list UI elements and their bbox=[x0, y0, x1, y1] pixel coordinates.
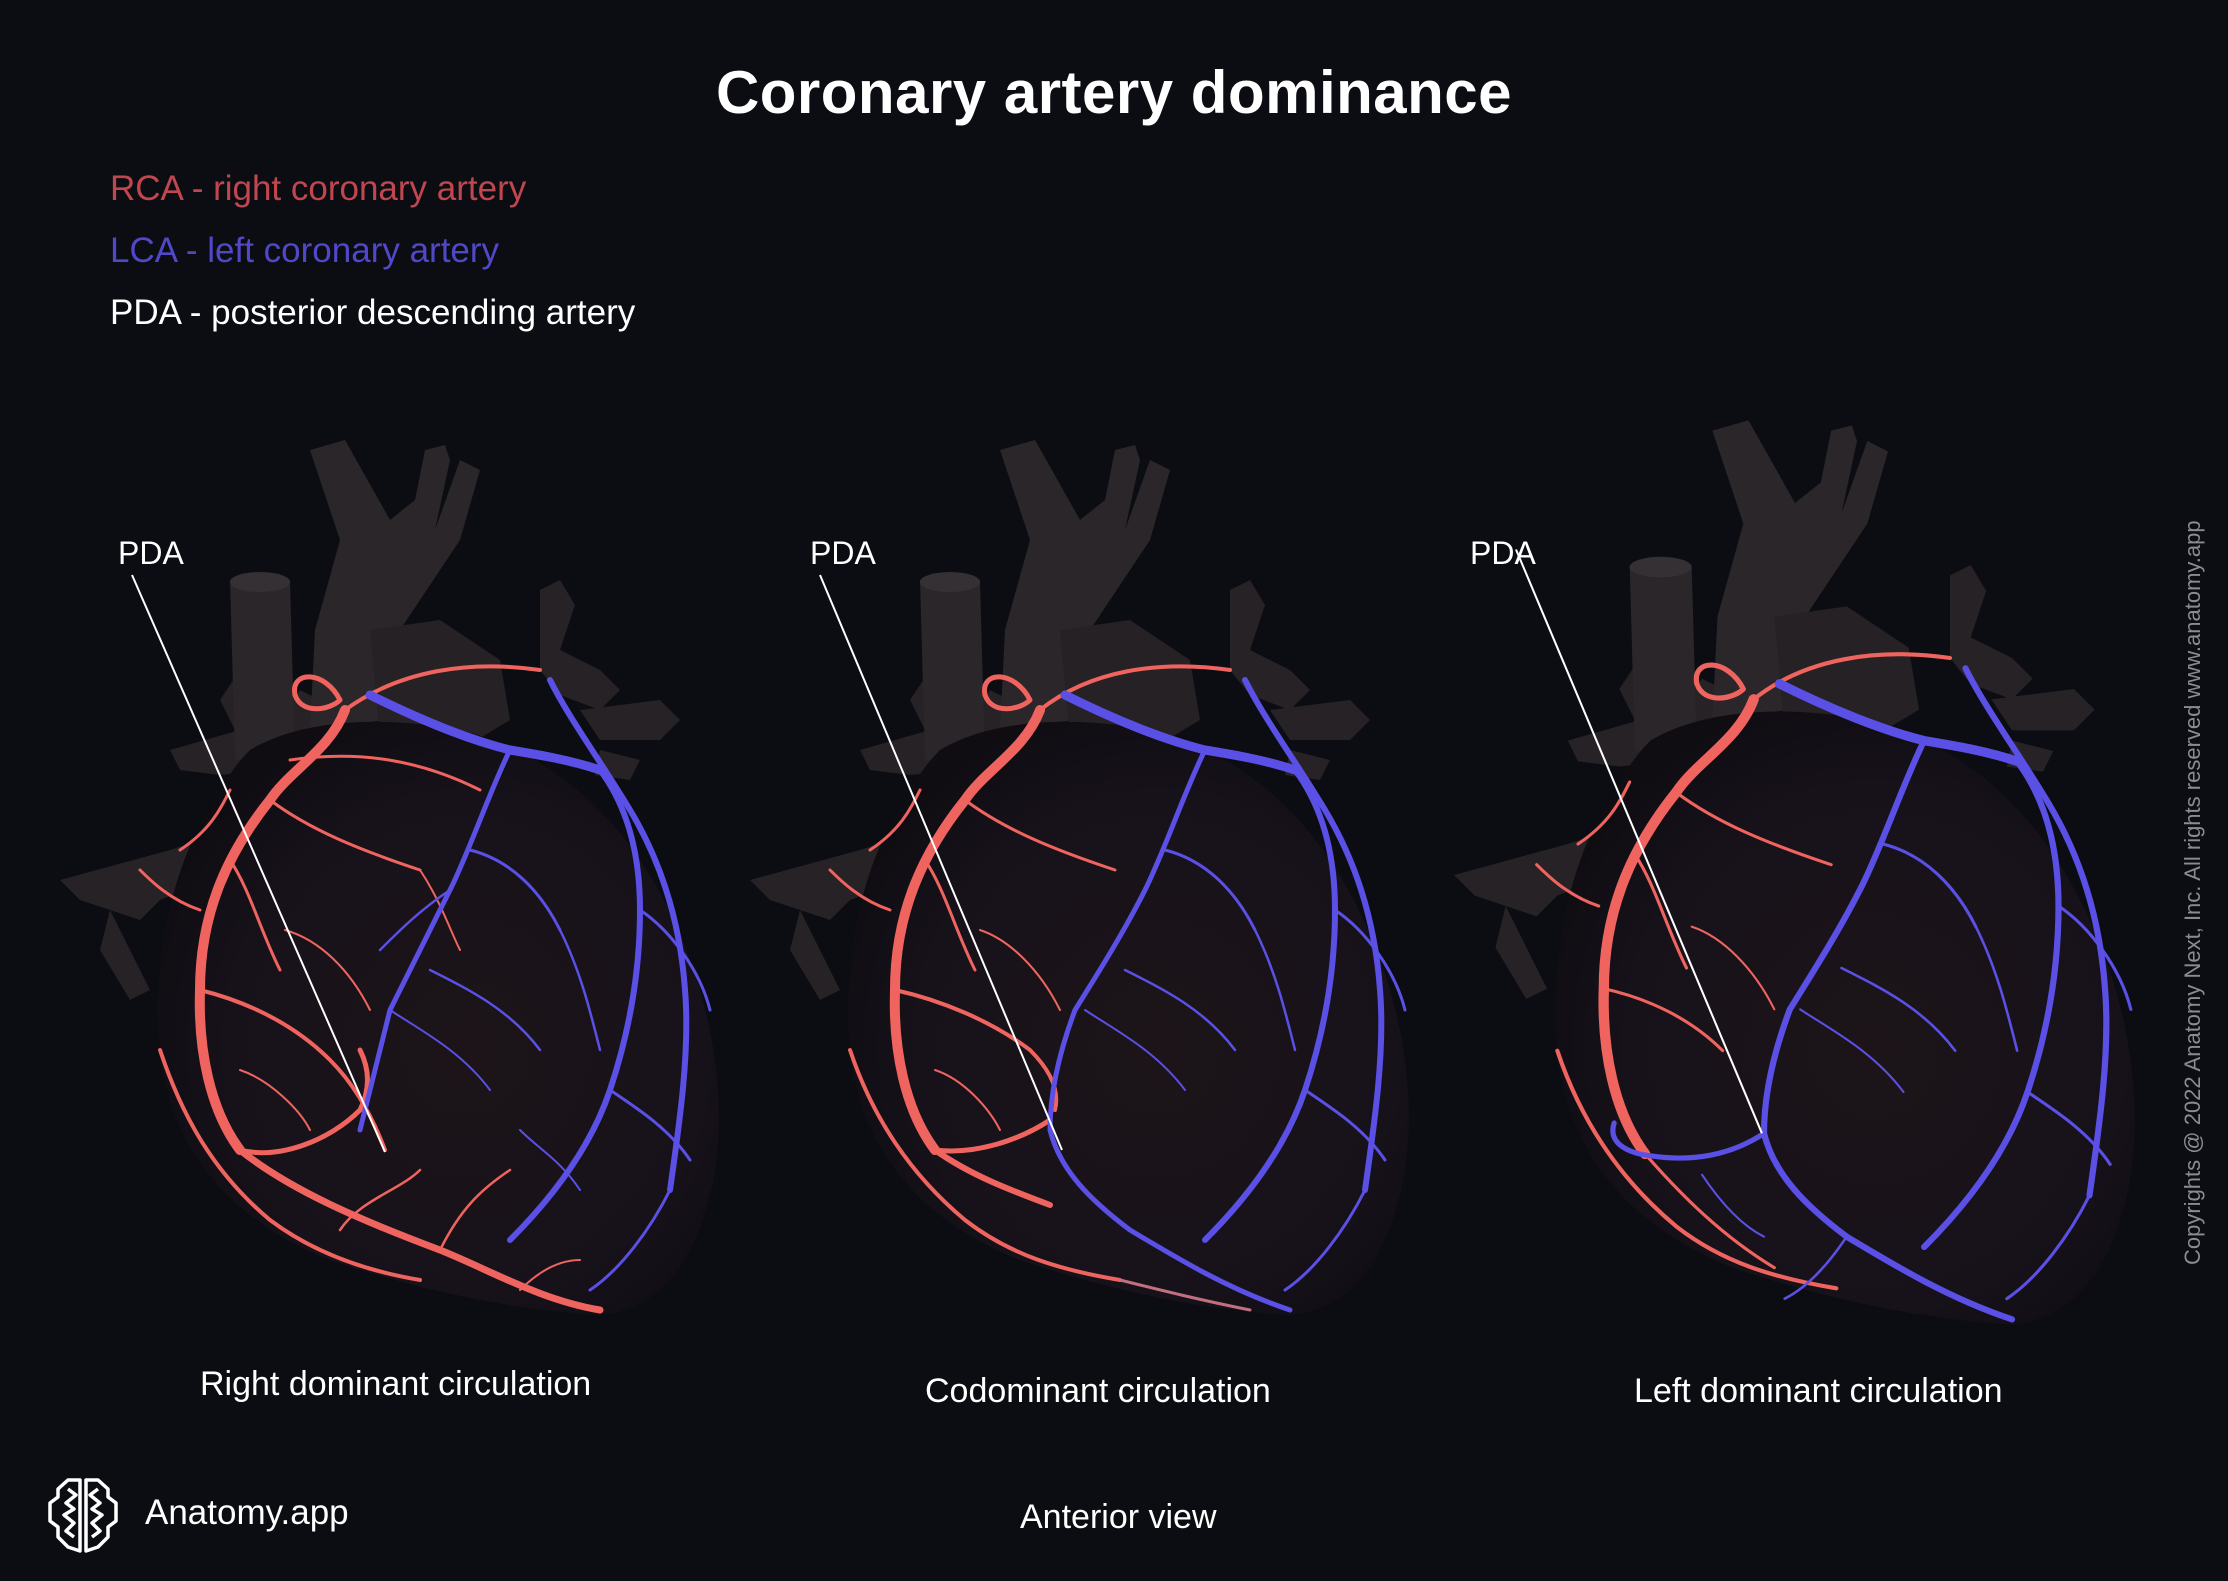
page-title: Coronary artery dominance bbox=[715, 59, 1513, 126]
heart-left-dominant: PDA bbox=[1430, 410, 2160, 1340]
pda-pointer-line bbox=[819, 574, 1063, 1151]
view-label: Anterior view bbox=[1020, 1498, 1217, 1536]
pda-label: PDA bbox=[1470, 535, 1536, 571]
pda-pointer-line bbox=[1515, 549, 1763, 1134]
legend-rca: RCA - right coronary artery bbox=[110, 169, 527, 208]
brand-name: Anatomy.app bbox=[145, 1493, 349, 1532]
copyright-notice: Copyrights @ 2022 Anatomy Next, Inc. All… bbox=[2180, 520, 2205, 1265]
heart-right-dominant: PDA bbox=[40, 430, 740, 1330]
legend: RCA - right coronary artery LCA - left c… bbox=[110, 168, 650, 354]
caption-right-dominant: Right dominant circulation bbox=[200, 1365, 592, 1403]
legend-pda: PDA - posterior descending artery bbox=[110, 293, 636, 332]
heart-illustration bbox=[750, 440, 1409, 1315]
caption-left-dominant: Left dominant circulation bbox=[1634, 1372, 2003, 1410]
pda-pointer-line bbox=[131, 574, 386, 1153]
pda-label: PDA bbox=[810, 535, 876, 571]
heart-illustration bbox=[60, 440, 719, 1315]
caption-codominant: Codominant circulation bbox=[925, 1372, 1271, 1410]
heart-illustration bbox=[1454, 420, 2135, 1325]
legend-lca: LCA - left coronary artery bbox=[110, 231, 500, 270]
brain-icon bbox=[48, 1478, 118, 1553]
pda-label: PDA bbox=[118, 535, 184, 571]
heart-codominant: PDA bbox=[730, 430, 1430, 1340]
